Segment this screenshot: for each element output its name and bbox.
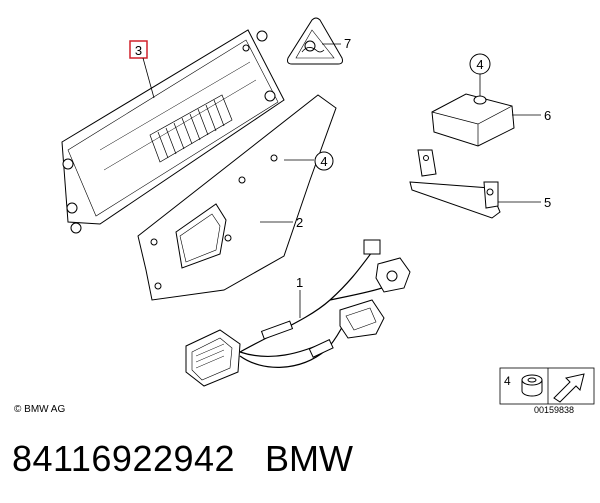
part-wiring-harness[interactable] bbox=[185, 239, 411, 387]
legend-callout-4: 4 bbox=[504, 374, 511, 388]
callout-3[interactable]: 3 bbox=[135, 43, 142, 58]
part-warning-label[interactable] bbox=[287, 17, 343, 65]
leader-3 bbox=[142, 57, 155, 99]
legend-box: 4 bbox=[499, 367, 595, 405]
callout-6[interactable]: 6 bbox=[544, 108, 551, 123]
image-number: 00159838 bbox=[534, 405, 575, 415]
callout-4a-ring bbox=[314, 151, 334, 171]
legend-nut-icon bbox=[521, 374, 543, 397]
callout-7[interactable]: 7 bbox=[344, 36, 351, 51]
legend-arrow-icon bbox=[553, 373, 585, 403]
part-bracket[interactable] bbox=[137, 94, 337, 301]
part-control-module[interactable] bbox=[61, 29, 285, 234]
callout-2[interactable]: 2 bbox=[296, 215, 303, 230]
part-number: 84116922942 bbox=[12, 438, 236, 479]
callout-3-highlight bbox=[129, 40, 148, 59]
copyright-text: © BMW AG bbox=[14, 404, 66, 415]
brand-name: BMW bbox=[265, 438, 353, 479]
callout-1[interactable]: 1 bbox=[296, 275, 303, 290]
callout-4a[interactable]: 4 bbox=[320, 154, 327, 169]
callout-5[interactable]: 5 bbox=[544, 195, 551, 210]
callout-4b[interactable]: 4 bbox=[476, 57, 483, 72]
part-support-plate[interactable] bbox=[409, 149, 501, 219]
part-small-module[interactable] bbox=[431, 93, 515, 147]
